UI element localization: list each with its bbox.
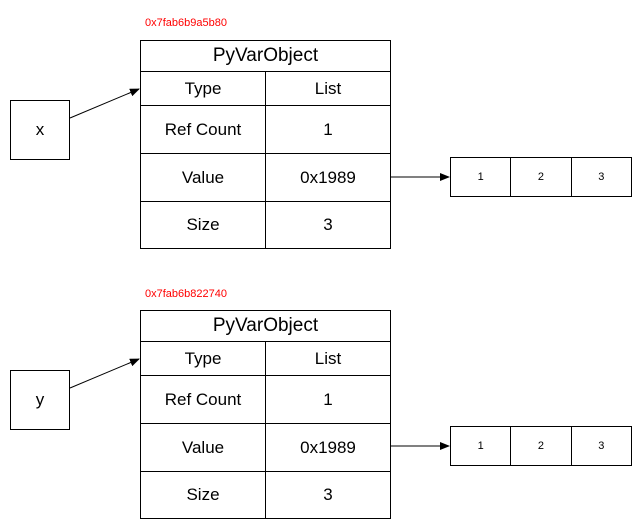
object-title-x: PyVarObject xyxy=(141,41,390,72)
object-row-refcount-x: Ref Count 1 xyxy=(141,106,390,154)
variable-box-x: x xyxy=(10,100,70,160)
array-cell: 3 xyxy=(598,440,605,452)
object-key: Size xyxy=(141,472,266,518)
arrow-y-to-object xyxy=(69,358,140,389)
object-key: Value xyxy=(141,154,266,201)
object-row-size-x: Size 3 xyxy=(141,202,390,248)
pyvarobject-x: PyVarObject Type List Ref Count 1 Value … xyxy=(140,40,391,249)
object-row-type-x: Type List xyxy=(141,72,390,106)
object-value: 1 xyxy=(323,119,333,139)
pyvarobject-y: PyVarObject Type List Ref Count 1 Value … xyxy=(140,310,391,519)
object-value: 3 xyxy=(323,485,333,504)
array-cell: 1 xyxy=(451,158,512,196)
object-address-y: 0x7fab6b822740 xyxy=(145,288,227,300)
object-key: Value xyxy=(141,424,266,471)
object-key: Ref Count xyxy=(141,106,266,153)
array-cell: 3 xyxy=(598,171,605,183)
object-value: 0x1989 xyxy=(300,437,356,457)
object-key: Type xyxy=(141,72,266,105)
object-title-y: PyVarObject xyxy=(141,311,390,342)
object-row-size-y: Size 3 xyxy=(141,472,390,518)
object-value: 3 xyxy=(323,215,333,234)
arrow-x-to-object xyxy=(69,88,140,119)
array-cell: 2 xyxy=(511,158,572,196)
list-array-y: 1 2 3 xyxy=(450,426,632,466)
object-address-x: 0x7fab6b9a5b80 xyxy=(145,17,227,29)
array-cell: 1 xyxy=(451,427,512,465)
list-array-x: 1 2 3 xyxy=(450,157,632,197)
variable-name-x: x xyxy=(35,120,45,139)
object-row-value-y: Value 0x1989 xyxy=(141,424,390,472)
object-key: Type xyxy=(141,342,266,375)
object-value: 0x1989 xyxy=(300,167,356,187)
object-row-type-y: Type List xyxy=(141,342,390,376)
object-value: List xyxy=(314,348,342,368)
object-value: 1 xyxy=(323,389,333,409)
object-key: Ref Count xyxy=(141,376,266,423)
array-cell: 2 xyxy=(511,427,572,465)
object-row-refcount-y: Ref Count 1 xyxy=(141,376,390,424)
object-row-value-x: Value 0x1989 xyxy=(141,154,390,202)
object-value: List xyxy=(314,78,342,98)
object-key: Size xyxy=(141,202,266,248)
variable-box-y: y xyxy=(10,370,70,430)
variable-name-y: y xyxy=(35,390,45,409)
